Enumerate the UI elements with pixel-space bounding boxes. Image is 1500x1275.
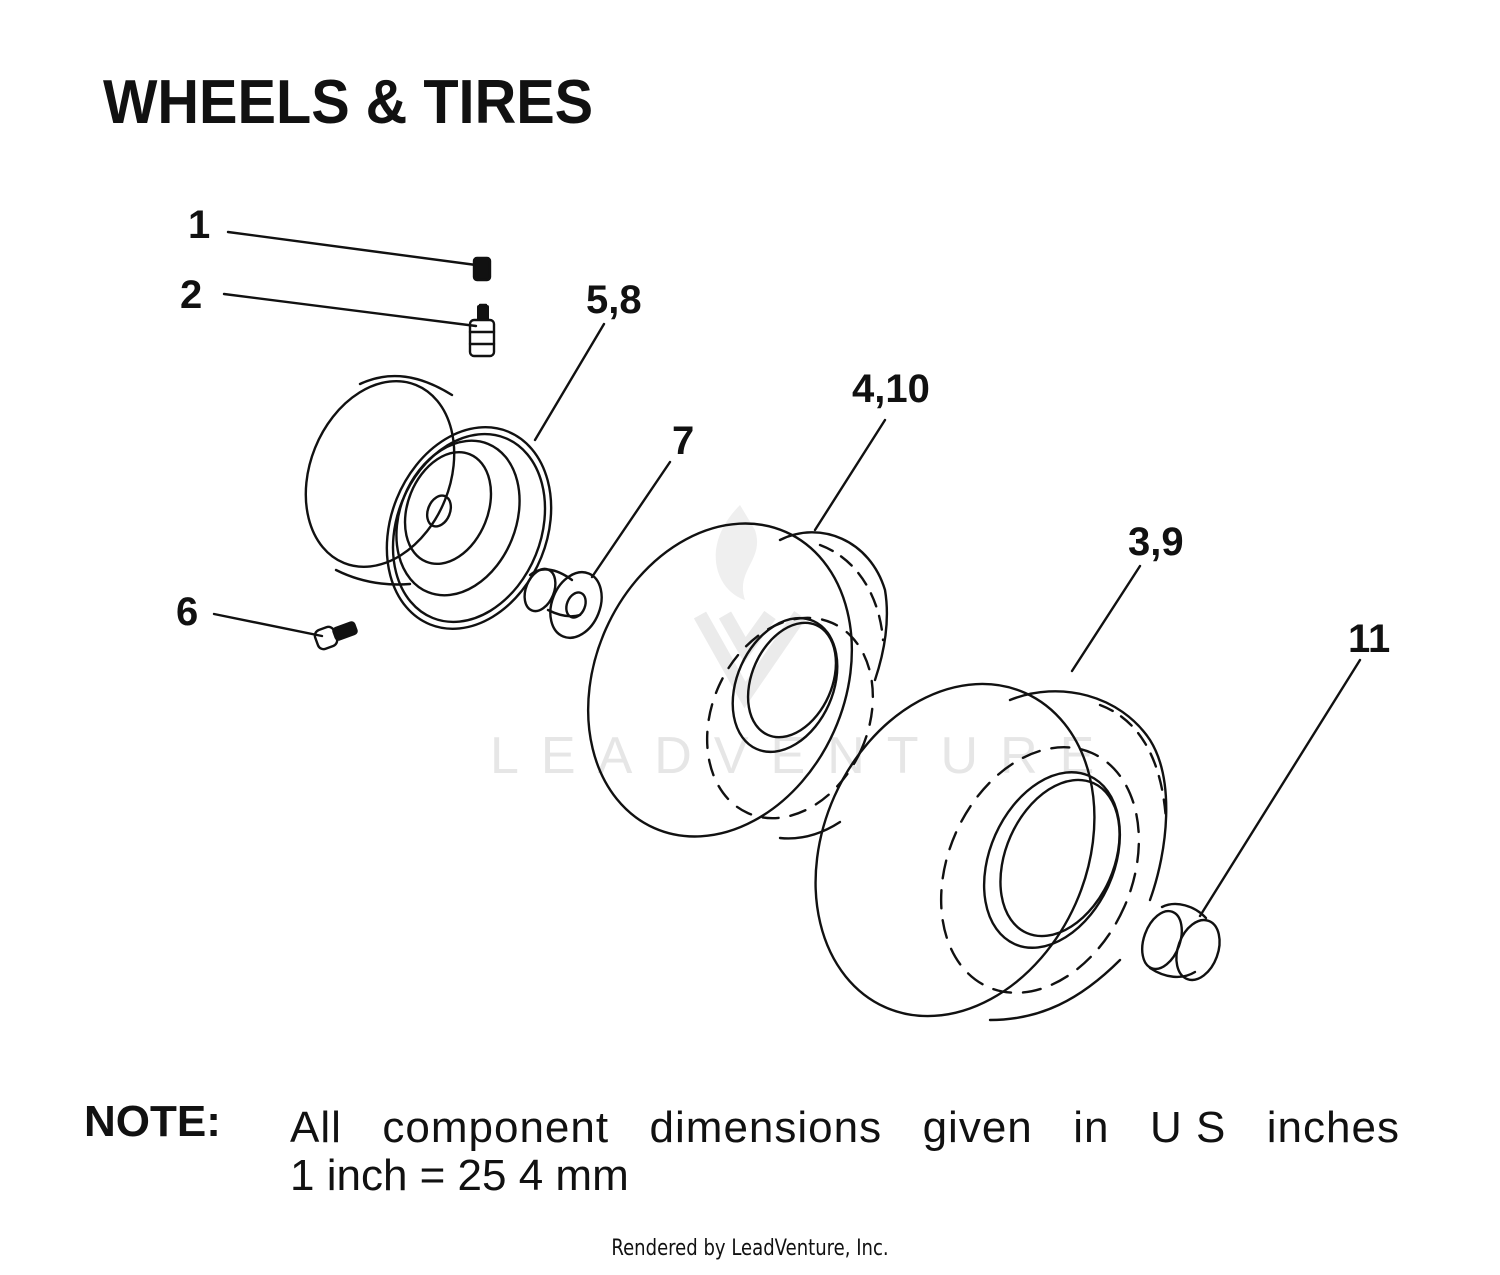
leader-line-3-9 <box>1070 564 1142 673</box>
leader-line-5-8 <box>533 322 606 442</box>
leader-line-1 <box>226 230 478 267</box>
note-word: inches <box>1266 1103 1400 1152</box>
watermark-text: LEADVENTURE <box>490 727 1116 785</box>
leader-line-2 <box>222 292 478 328</box>
note-line-1: All component dimensions given in U S in… <box>290 1104 1400 1152</box>
footer-credit: Rendered by LeadVenture, Inc. <box>611 1236 889 1261</box>
bolt-part <box>313 621 358 651</box>
note-line-2: 1 inch = 25 4 mm <box>290 1151 629 1200</box>
callout-11: 11 <box>1348 617 1390 661</box>
leader-line-11 <box>1198 658 1362 918</box>
note-label: NOTE: <box>84 1097 221 1146</box>
leader-line-7 <box>590 460 672 579</box>
leader-line-4-10 <box>813 418 887 532</box>
note-word: All <box>290 1103 342 1152</box>
callout-7: 7 <box>672 419 694 463</box>
leader-line-6 <box>212 612 324 638</box>
valve-stem-part <box>468 303 496 358</box>
callout-5-8: 5,8 <box>586 278 642 322</box>
watermark-logo <box>693 505 806 709</box>
callout-2: 2 <box>180 273 202 317</box>
note-word: U S <box>1149 1103 1227 1152</box>
hub-cap-part <box>1141 902 1221 982</box>
watermark: LEADVENTURE <box>490 505 1116 785</box>
note-word: in <box>1073 1103 1110 1152</box>
callout-4-10: 4,10 <box>852 367 930 411</box>
callout-6: 6 <box>176 590 198 634</box>
tire-4-10-part <box>586 522 889 840</box>
bushing-part <box>523 567 603 639</box>
valve-cap-part <box>472 256 492 282</box>
note-word: dimensions <box>649 1103 883 1152</box>
diagram-title: WHEELS & TIRES <box>103 68 594 137</box>
note-word: given <box>922 1103 1033 1152</box>
callout-3-9: 3,9 <box>1128 520 1184 564</box>
tire-3-9-part <box>814 682 1168 1022</box>
note-word: component <box>382 1103 610 1152</box>
callout-1: 1 <box>188 203 210 247</box>
wheel-rim-part <box>304 374 553 630</box>
